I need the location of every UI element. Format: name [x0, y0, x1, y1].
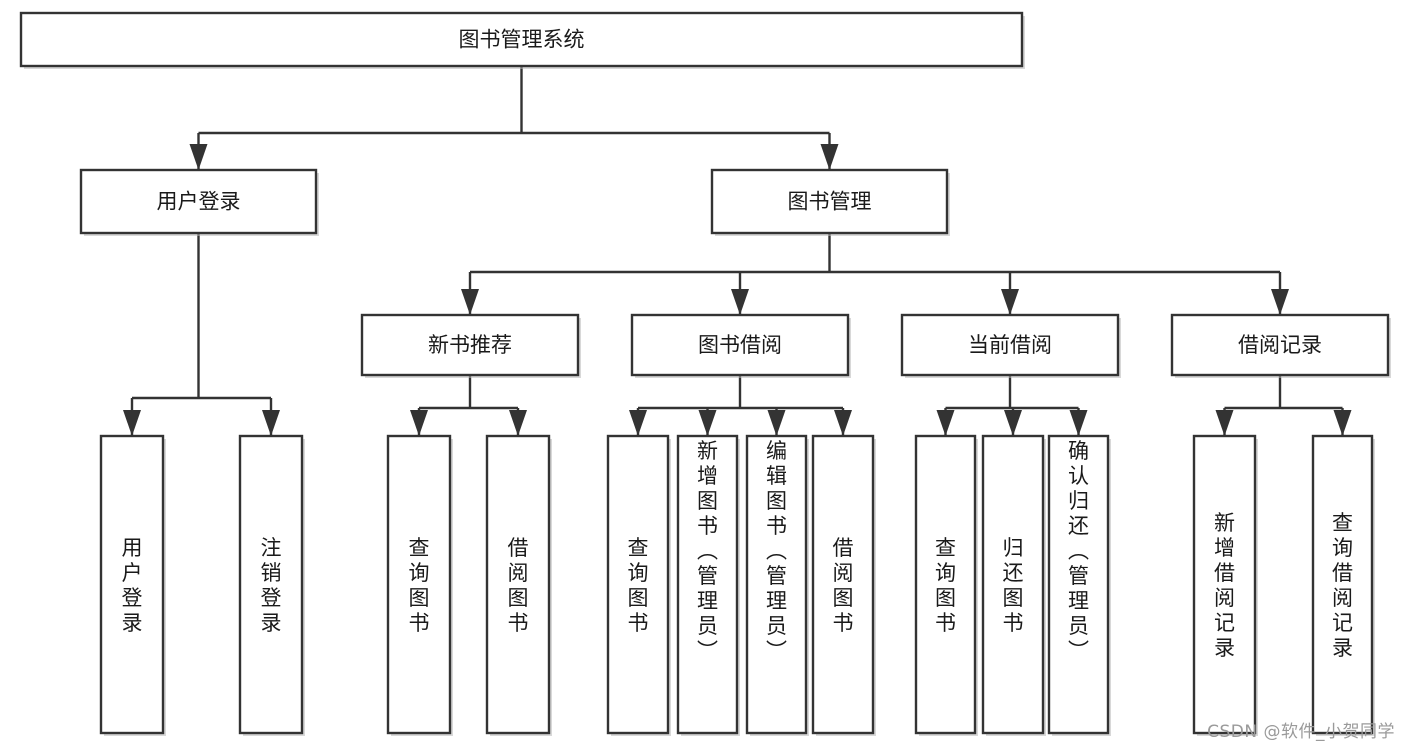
node-leaf-2-label: 查询图书 — [409, 536, 430, 635]
connectors-layer — [123, 66, 1352, 436]
node-leaf-3[interactable]: 借阅图书 — [485, 434, 552, 736]
node-leaf-10-rect[interactable] — [1047, 434, 1110, 735]
node-leaf-6-rect[interactable] — [745, 434, 808, 735]
edge-borrow-arrowhead-2 — [767, 410, 786, 436]
node-leaf-11-label: 新增借阅记录 — [1214, 511, 1235, 660]
node-level2-0[interactable]: 用户登录 — [79, 168, 319, 236]
node-level3-1-rect[interactable] — [630, 313, 850, 377]
node-leaf-11[interactable]: 新增借阅记录 — [1192, 434, 1258, 736]
node-level3-1-label: 图书借阅 — [698, 333, 782, 357]
node-level2-1-label: 图书管理 — [788, 190, 872, 214]
node-leaf-5[interactable]: 新增图书︵管理员︶ — [676, 434, 740, 736]
nodes-layer: 图书管理系统用户登录图书管理新书推荐图书借阅当前借阅借阅记录用户登录注销登录查询… — [19, 11, 1391, 736]
node-leaf-10[interactable]: 确认归还︵管理员︶ — [1047, 434, 1111, 736]
node-leaf-8-rect[interactable] — [914, 434, 977, 735]
node-level2-1-rect[interactable] — [710, 168, 949, 235]
node-leaf-9-label: 归还图书 — [1003, 536, 1024, 635]
csdn-watermark: CSDN @软件_小贺同学 — [1207, 722, 1395, 742]
node-leaf-4[interactable]: 查询图书 — [606, 434, 671, 736]
node-level3-2[interactable]: 当前借阅 — [900, 313, 1121, 378]
node-leaf-4-label: 查询图书 — [628, 536, 649, 635]
node-level2-1[interactable]: 图书管理 — [710, 168, 950, 236]
node-leaf-2[interactable]: 查询图书 — [386, 434, 453, 736]
edge-new-book-arrowhead-1 — [509, 410, 527, 436]
edge-current-arrowhead-1 — [1004, 410, 1022, 436]
node-leaf-9[interactable]: 归还图书 — [981, 434, 1046, 736]
node-leaf-11-rect[interactable] — [1192, 434, 1257, 735]
edge-user-login-arrowhead-1 — [262, 410, 280, 436]
edge-borrow-arrowhead-1 — [698, 410, 717, 436]
edge-borrow-arrowhead-0 — [629, 410, 647, 436]
node-level3-0-label: 新书推荐 — [428, 333, 512, 357]
node-level2-0-label: 用户登录 — [157, 190, 241, 214]
node-level3-1[interactable]: 图书借阅 — [630, 313, 851, 378]
node-leaf-8-label: 查询图书 — [935, 536, 956, 635]
node-leaf-5-label: 新增图书︵管理员︶ — [697, 439, 718, 663]
node-leaf-6-label: 编辑图书︵管理员︶ — [766, 439, 787, 663]
node-leaf-10-label: 确认归还︵管理员︶ — [1068, 439, 1089, 663]
edge-record-arrowhead-1 — [1333, 410, 1352, 436]
node-level3-2-label: 当前借阅 — [968, 333, 1052, 357]
edge-book-management-arrowhead-0 — [461, 289, 479, 315]
node-leaf-12[interactable]: 查询借阅记录 — [1311, 434, 1375, 736]
node-leaf-8[interactable]: 查询图书 — [914, 434, 978, 736]
node-leaf-4-rect[interactable] — [606, 434, 670, 735]
node-level3-3-rect[interactable] — [1170, 313, 1390, 377]
node-root-book-management-system-label: 图书管理系统 — [459, 28, 585, 52]
edge-user-login-arrowhead-0 — [123, 410, 141, 436]
node-level3-0-rect[interactable] — [360, 313, 580, 377]
node-leaf-5-rect[interactable] — [676, 434, 739, 735]
edge-book-management-arrowhead-3 — [1271, 289, 1289, 315]
node-leaf-7-rect[interactable] — [811, 434, 875, 735]
node-leaf-3-label: 借阅图书 — [508, 536, 529, 635]
node-level2-0-rect[interactable] — [79, 168, 318, 235]
node-leaf-3-rect[interactable] — [485, 434, 551, 735]
node-leaf-0[interactable]: 用户登录 — [99, 434, 166, 736]
node-leaf-0-rect[interactable] — [99, 434, 165, 735]
edge-current-arrowhead-2 — [1069, 410, 1088, 436]
edge-book-management-arrowhead-2 — [1001, 289, 1019, 315]
edge-record-arrowhead-0 — [1215, 410, 1234, 436]
node-leaf-0-label: 用户登录 — [122, 536, 143, 635]
node-level3-2-rect[interactable] — [900, 313, 1120, 377]
edge-new-book-arrowhead-0 — [410, 410, 428, 436]
node-root-book-management-system[interactable]: 图书管理系统 — [19, 11, 1025, 69]
node-leaf-1[interactable]: 注销登录 — [238, 434, 305, 736]
node-leaf-1-label: 注销登录 — [261, 536, 282, 635]
edge-book-management-arrowhead-1 — [731, 289, 749, 315]
node-leaf-12-label: 查询借阅记录 — [1332, 511, 1353, 660]
node-level3-3-label: 借阅记录 — [1238, 333, 1322, 357]
edge-current-arrowhead-0 — [936, 410, 955, 436]
node-root-book-management-system-rect[interactable] — [19, 11, 1024, 68]
node-level3-3[interactable]: 借阅记录 — [1170, 313, 1391, 378]
node-leaf-7[interactable]: 借阅图书 — [811, 434, 876, 736]
node-leaf-9-rect[interactable] — [981, 434, 1045, 735]
edge-root-arrowhead-1 — [820, 144, 839, 170]
node-level3-0[interactable]: 新书推荐 — [360, 313, 581, 378]
node-leaf-7-label: 借阅图书 — [833, 536, 854, 635]
node-leaf-2-rect[interactable] — [386, 434, 452, 735]
node-leaf-1-rect[interactable] — [238, 434, 304, 735]
edge-borrow-arrowhead-3 — [834, 410, 852, 436]
node-leaf-12-rect[interactable] — [1311, 434, 1374, 735]
node-leaf-6[interactable]: 编辑图书︵管理员︶ — [745, 434, 809, 736]
edge-root-arrowhead-0 — [189, 144, 208, 170]
